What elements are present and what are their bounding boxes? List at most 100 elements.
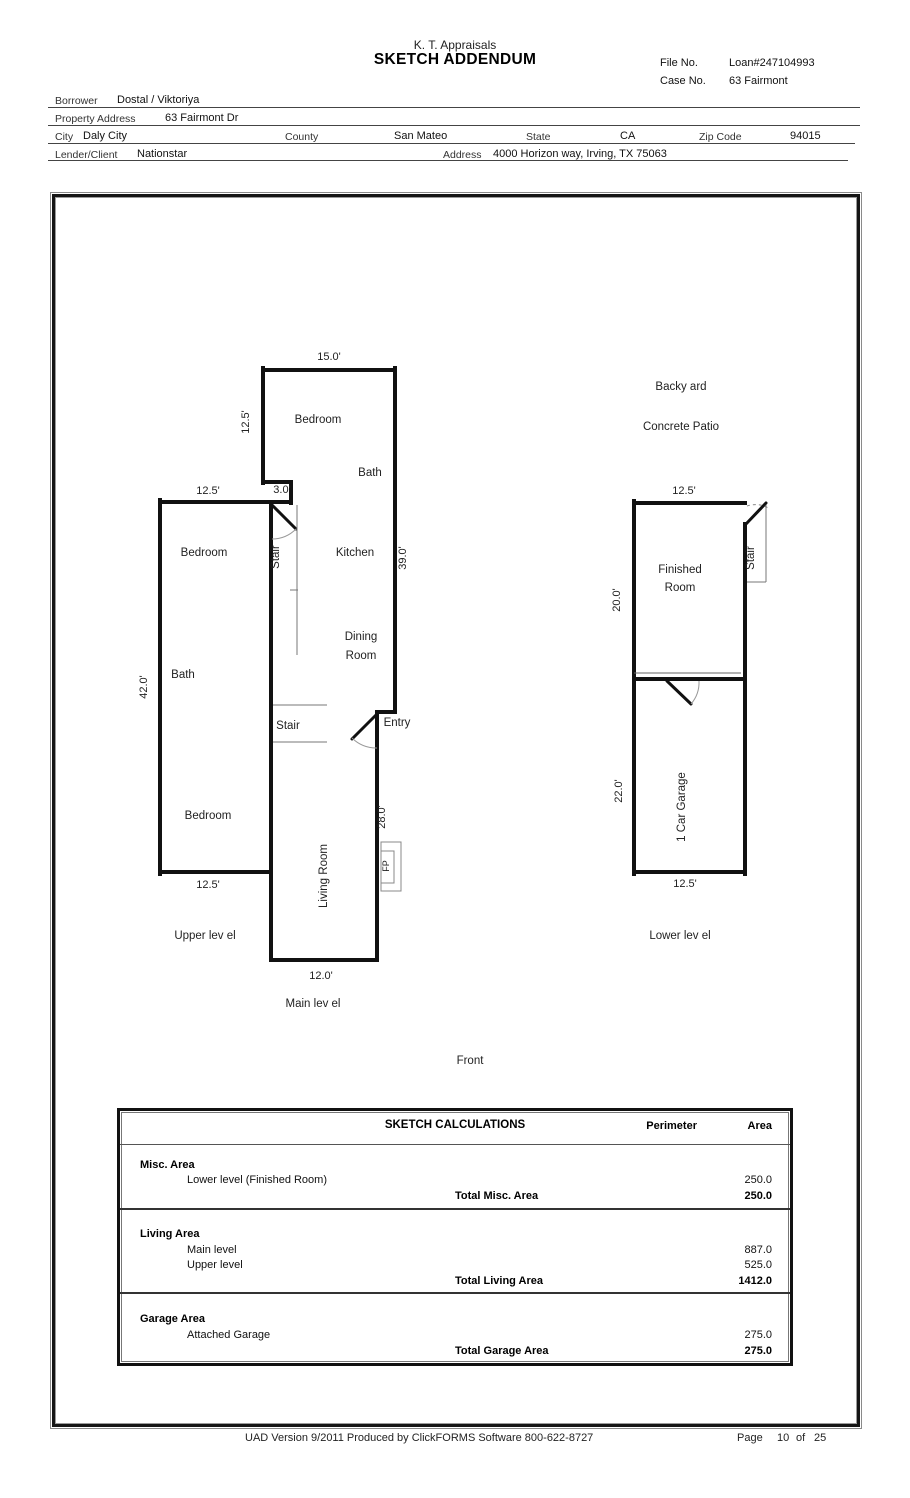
calc-total-living-label: Total Living Area [455,1275,544,1287]
room-label-bedroom-upper: Bedroom [181,547,228,559]
calc-section-garage: Garage Area [140,1313,206,1325]
dim-label-lower-bottom: 12.5' [673,878,697,890]
property-address-label: Property Address [55,113,136,125]
calc-section-misc: Misc. Area [140,1159,195,1171]
footer-of-label: of [796,1432,806,1444]
page-title: SKETCH ADDENDUM [373,51,537,68]
borrower-label: Borrower [55,95,98,107]
room-label-stair-lowerlevel: Stair [745,546,757,570]
door-leaves [270,501,768,741]
city-value: Daly City [83,130,128,142]
caption-main-level: Main lev el [286,998,341,1010]
room-label-bedroom-lower: Bedroom [185,810,232,822]
dim-label-jog: 3.0' [273,484,290,496]
borrower-value: Dostal / Viktoriya [117,94,200,106]
form-rule-4 [48,160,848,161]
calc-item-area: 525.0 [744,1259,772,1271]
file-no-value: Loan#247104993 [729,57,815,69]
label-concrete-patio: Concrete Patio [643,421,719,433]
dim-label-upper-left: 42.0' [138,675,150,699]
caption-front: Front [457,1055,485,1067]
calc-item-label: Attached Garage [187,1329,271,1341]
dim-label-upper-top: 12.5' [196,485,220,497]
dim-label-upper-bottom: 12.5' [196,879,220,891]
calc-section-living: Living Area [140,1228,200,1240]
form-rule-3 [48,143,855,144]
footer-page-label: Page [737,1432,763,1444]
state-label: State [526,131,551,143]
lender-label: Lender/Client [55,149,118,161]
room-label-living-room: Living Room [318,844,330,908]
label-backyard: Backy ard [655,381,706,393]
case-no-value: 63 Fairmont [729,75,788,87]
calc-item-label: Lower level (Finished Room) [187,1174,327,1186]
room-label-dining-2: Room [346,650,377,662]
room-label-finished-1: Finished [658,564,701,576]
room-label-bedroom-main: Bedroom [295,414,342,426]
zip-value: 94015 [790,130,821,142]
room-label-dining-1: Dining [345,631,378,643]
caption-lower-level: Lower lev el [649,930,710,942]
dim-label-main-right: 39.0' [397,546,409,570]
county-label: County [285,131,319,143]
calc-header-divider [120,1144,790,1145]
dim-label-finished: 20.0' [611,588,623,612]
footer-total-pages: 25 [814,1432,827,1444]
calc-col-perimeter: Perimeter [646,1120,697,1132]
calc-total-garage-label: Total Garage Area [455,1345,549,1357]
room-label-stair-lower: Stair [276,720,300,732]
main-upper-level-walls [158,366,397,962]
dim-label-main-bottom: 12.0' [309,970,333,982]
room-label-entry: Entry [384,717,411,729]
room-label-stair-upper: Stair [270,545,282,569]
dim-label-garage: 22.0' [613,779,625,803]
room-label-bath-main: Bath [358,467,382,479]
dim-label-main-left-upper: 12.5' [240,410,252,434]
dim-label-main-top: 15.0' [317,351,341,363]
room-label-kitchen: Kitchen [336,547,374,559]
county-value: San Mateo [394,130,448,142]
calc-divider-1 [120,1208,790,1210]
calc-divider-2 [120,1292,790,1294]
calc-item-area: 887.0 [744,1244,772,1256]
room-label-garage: 1 Car Garage [676,772,688,842]
calc-item-area: 250.0 [744,1174,772,1186]
calc-item-label: Main level [187,1244,237,1256]
dim-label-living: 28.0' [376,805,388,829]
calc-item-label: Upper level [187,1259,243,1271]
room-label-bath-upper: Bath [171,669,195,681]
calc-item-area: 275.0 [744,1329,772,1341]
stair-lines [273,505,767,743]
lower-level-walls [632,499,747,876]
calc-total-misc-value: 250.0 [744,1190,772,1202]
calc-title: SKETCH CALCULATIONS [384,1119,526,1131]
calc-col-area: Area [747,1120,772,1132]
file-no-label: File No. [660,57,698,69]
address-value: 4000 Horizon way, Irving, TX 75063 [493,148,667,160]
footer-produced-by: UAD Version 9/2011 Produced by ClickFORM… [245,1432,594,1444]
calc-total-garage-value: 275.0 [744,1345,772,1357]
fireplace-label: FP [381,860,391,872]
fireplace-outline [380,841,402,892]
sketch-calculations-table: SKETCH CALCULATIONS Perimeter Area Misc.… [117,1108,793,1366]
zip-label: Zip Code [699,131,742,143]
address-label: Address [443,149,482,161]
room-label-finished-2: Room [665,582,696,594]
case-no-label: Case No. [660,75,706,87]
city-label: City [55,131,74,143]
form-rule-1 [48,107,860,108]
calc-table-inner-border [121,1112,789,1362]
sketch-frame-inner [55,197,857,1424]
dim-label-lower-top: 12.5' [672,485,696,497]
sketch-frame-mid [52,194,860,1427]
door-arcs [271,504,771,749]
caption-upper-level: Upper lev el [174,930,235,942]
sketch-frame [50,192,862,1429]
calc-total-living-value: 1412.0 [738,1275,772,1287]
footer-page-number: 10 [777,1432,790,1444]
calc-total-misc-label: Total Misc. Area [455,1190,539,1202]
lender-value: Nationstar [137,148,188,160]
state-value: CA [620,130,636,142]
